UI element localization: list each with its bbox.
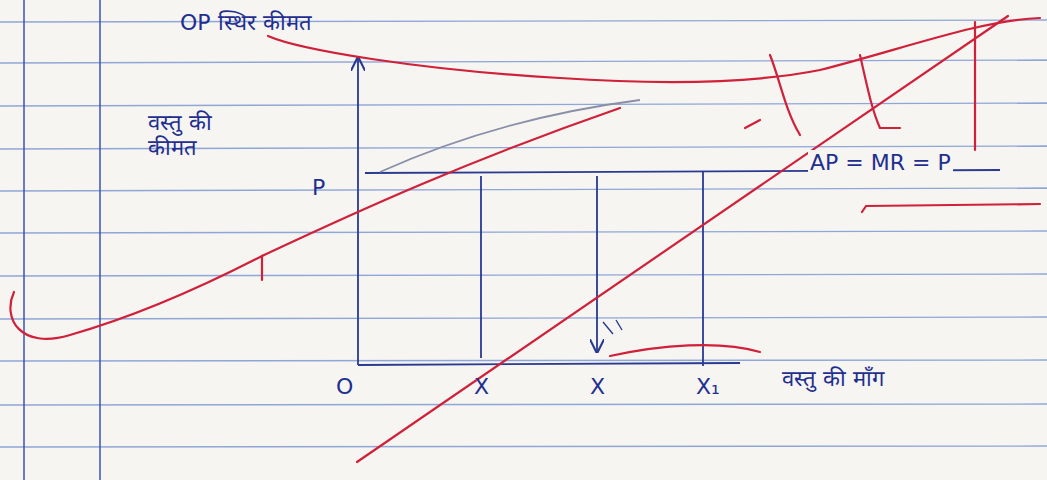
graph-axes xyxy=(358,58,1000,366)
margin-lines xyxy=(24,0,100,480)
quantity-label: X₁ xyxy=(694,374,722,399)
note-text: OP स्थिर कीमत xyxy=(178,10,314,35)
ruled-lines xyxy=(0,20,1047,447)
price-label: P xyxy=(310,175,327,200)
quantity-label: X xyxy=(588,374,607,399)
origin-label: O xyxy=(334,374,355,399)
axis-title: वस्तु की माँग xyxy=(780,366,886,391)
curve-label: AP = MR = P xyxy=(808,150,953,175)
red-corrections xyxy=(10,16,1040,462)
axis-title: वस्तु की कीमत xyxy=(146,110,246,161)
quantity-label: X xyxy=(472,374,491,399)
